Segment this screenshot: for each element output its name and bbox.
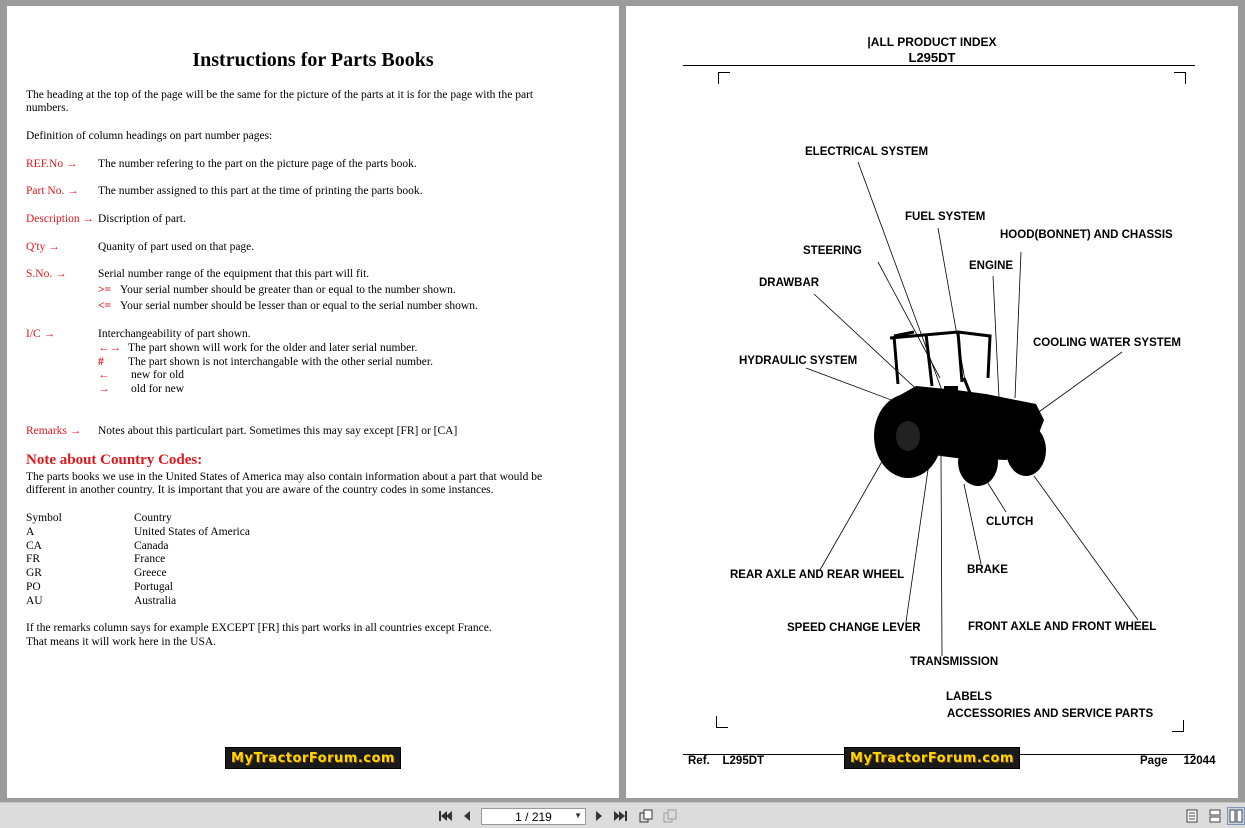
label-accessories: ACCESSORIES AND SERVICE PARTS xyxy=(947,708,1154,720)
definition-line: Definition of column headings on part nu… xyxy=(26,130,273,142)
first-page-icon[interactable] xyxy=(436,807,454,825)
index-heading: |ALL PRODUCT INDEX xyxy=(867,35,997,49)
serial-note-ge: >=Your serial number should be greater t… xyxy=(98,284,456,296)
label-rear-axle: REAR AXLE AND REAR WHEEL xyxy=(730,569,905,581)
crop-corner-top-left xyxy=(718,72,730,84)
single-page-view-icon[interactable] xyxy=(1183,807,1201,825)
ic-note-old-for-new: →old for new xyxy=(98,383,185,395)
crop-corner-bottom-right xyxy=(1172,720,1184,732)
label-front-axle: FRONT AXLE AND FRONT WHEEL xyxy=(968,621,1157,633)
leader-lines xyxy=(805,161,1139,657)
ic-note-new-for-old: ←new for old xyxy=(98,369,185,381)
label-clutch: CLUTCH xyxy=(986,516,1034,528)
label-hydraulic-system: HYDRAULIC SYSTEM xyxy=(739,355,858,367)
viewer-toolbar: 1 / 219 ▼ xyxy=(0,802,1245,828)
ic-note-not: #The part shown is not interchangable wi… xyxy=(98,356,433,368)
header-rule xyxy=(683,65,1195,66)
label-speed-change-lever: SPEED CHANGE LEVER xyxy=(787,622,921,634)
continuous-view-icon[interactable] xyxy=(1206,807,1224,825)
label-electrical-system: ELECTRICAL SYSTEM xyxy=(805,146,929,158)
chevron-down-icon: ▼ xyxy=(574,811,582,820)
mytractorforum-logo: MyTractorForum.com xyxy=(844,747,1020,769)
crop-corner-bottom-left xyxy=(716,716,728,728)
copy-page-icon[interactable] xyxy=(637,807,655,825)
label-drawbar: DRAWBAR xyxy=(759,277,820,289)
two-page-view-icon[interactable] xyxy=(1227,807,1245,825)
model-heading: L295DT xyxy=(908,50,956,65)
closing-line-2: That means it will work here in the USA. xyxy=(26,636,217,648)
crop-corner-top-right xyxy=(1174,72,1186,84)
label-transmission: TRANSMISSION xyxy=(910,656,999,668)
previous-page-icon[interactable] xyxy=(458,807,476,825)
left-document-page: Instructions for Parts Books The heading… xyxy=(7,6,619,798)
label-fuel-system: FUEL SYSTEM xyxy=(905,211,986,223)
mytractorforum-logo: MyTractorForum.com xyxy=(225,747,401,769)
page-title: Instructions for Parts Books xyxy=(192,49,434,71)
country-codes-heading: Note about Country Codes: xyxy=(26,452,203,468)
right-document-page: |ALL PRODUCT INDEX L295DT xyxy=(626,6,1238,798)
serial-note-le: <=Your serial number should be lesser th… xyxy=(98,300,478,312)
tractor-silhouette xyxy=(874,330,1046,486)
copy-page-disabled-icon[interactable] xyxy=(661,807,679,825)
label-steering: STEERING xyxy=(803,245,862,257)
label-cooling-water-system: COOLING WATER SYSTEM xyxy=(1033,337,1182,349)
label-brake: BRAKE xyxy=(967,564,1008,576)
last-page-icon[interactable] xyxy=(612,807,630,825)
label-engine: ENGINE xyxy=(969,260,1014,272)
footer-ref: Ref. L295DT xyxy=(688,755,765,767)
page-number-select[interactable]: 1 / 219 ▼ xyxy=(481,808,586,825)
country-codes-paragraph: The parts books we use in the United Sta… xyxy=(26,471,543,496)
label-hood-chassis: HOOD(BONNET) AND CHASSIS xyxy=(1000,229,1173,241)
label-labels: LABELS xyxy=(946,691,992,703)
footer-page: Page 12044 xyxy=(1140,755,1216,767)
next-page-icon[interactable] xyxy=(590,807,608,825)
closing-line-1: If the remarks column says for example E… xyxy=(26,622,492,634)
ic-note-both: ←→The part shown will work for the older… xyxy=(98,342,418,354)
intro-paragraph: The heading at the top of the page will … xyxy=(26,89,534,114)
tractor-index-diagram xyxy=(805,161,1139,657)
